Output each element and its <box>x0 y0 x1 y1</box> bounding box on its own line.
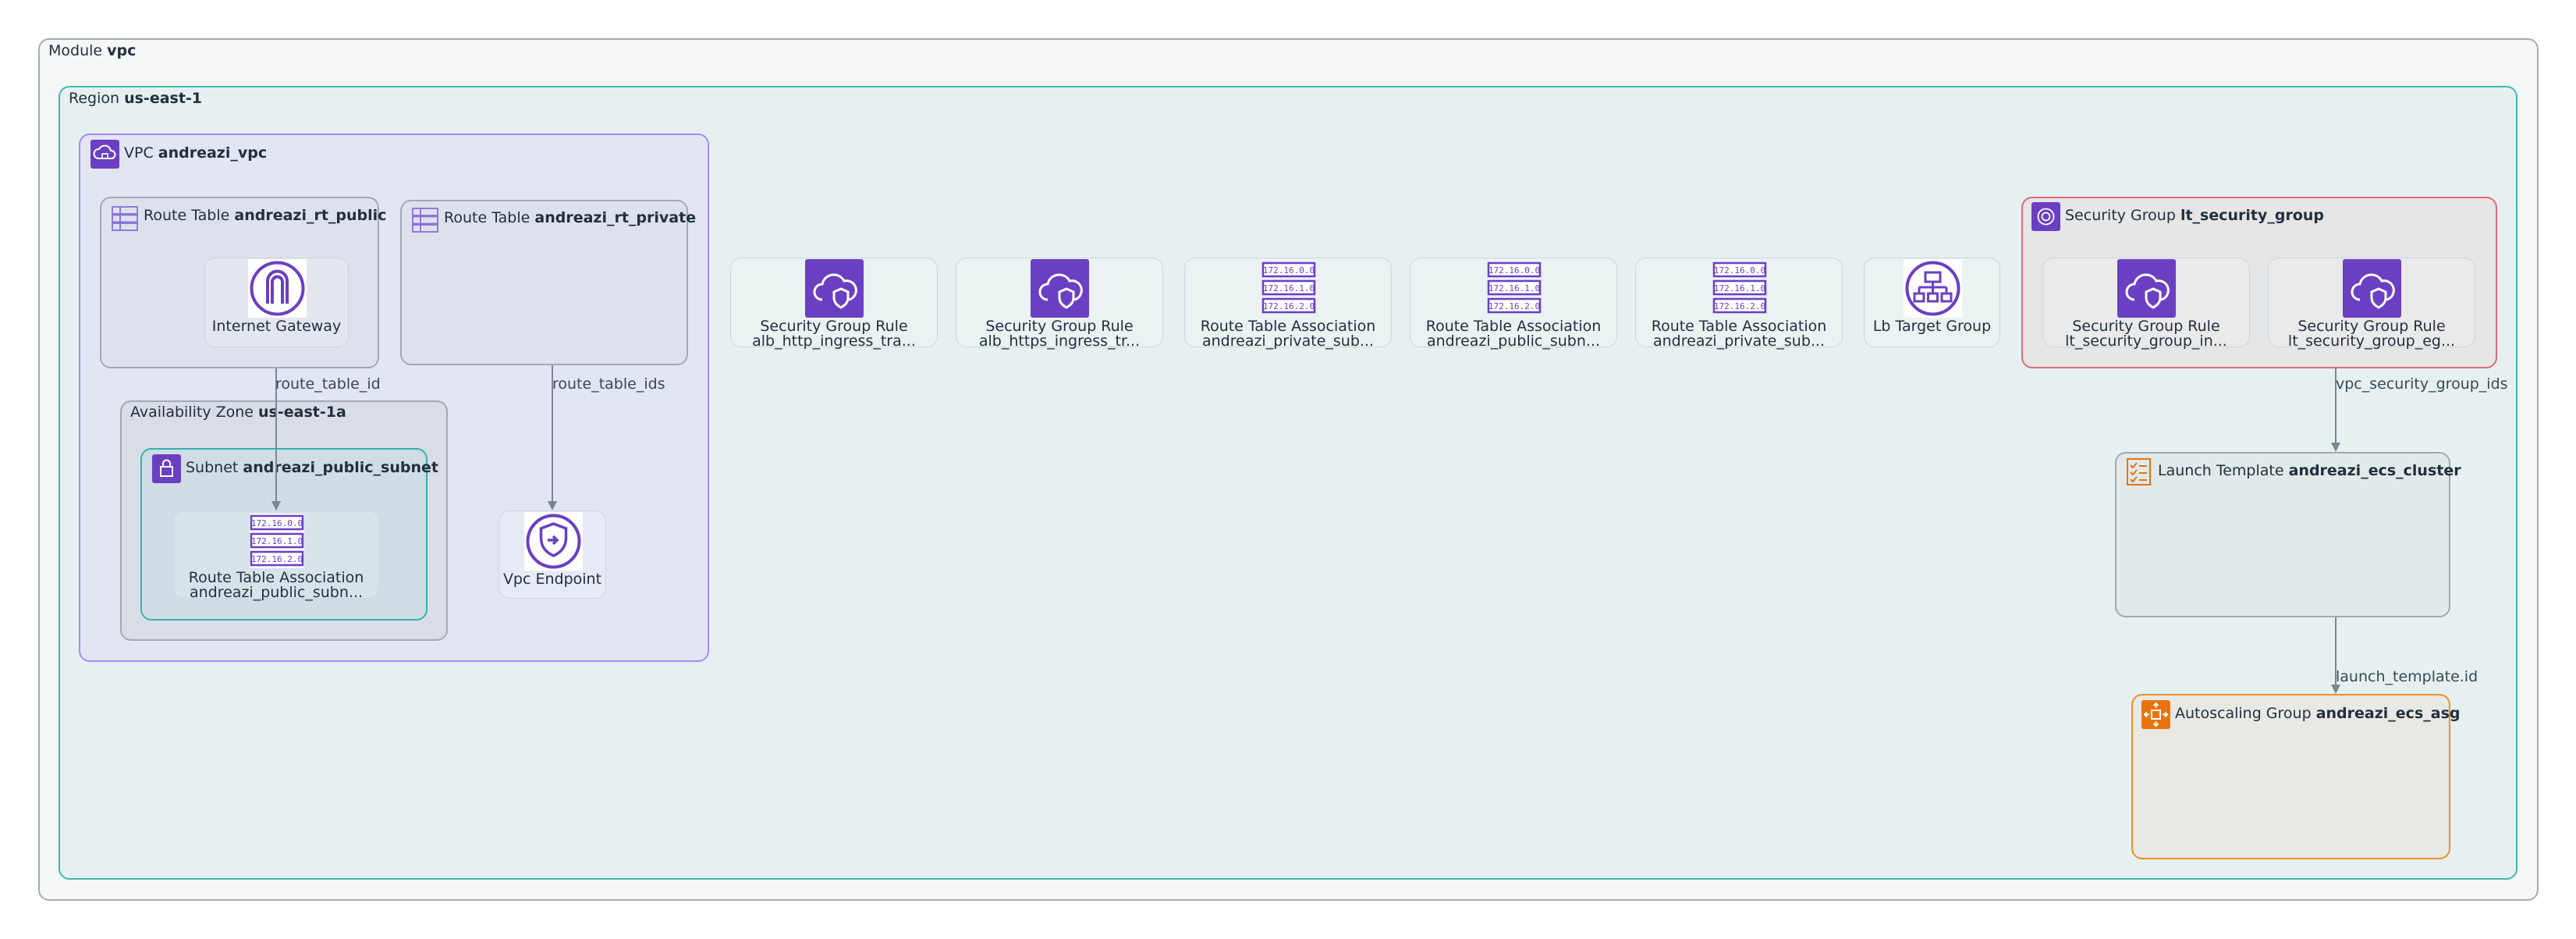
vpc-label: VPC andreazi_vpc <box>124 144 268 162</box>
launch-template-container[interactable] <box>2115 452 2450 617</box>
edge-label: vpc_security_group_ids <box>2336 375 2508 393</box>
route-table-association-icon: 172.16.0.0 172.16.1.0 172.16.2.0 <box>250 514 304 568</box>
node-title: Security Group Rule <box>2072 318 2220 335</box>
route-table-association-node[interactable]: 172.16.0.0 172.16.1.0 172.16.2.0 Route Tab… <box>1410 258 1617 350</box>
node-name: andreazi_public_subn... <box>1426 333 1601 350</box>
cidr-text: 172.16.2.0 <box>1488 301 1540 311</box>
internet-gateway-node[interactable]: Internet Gateway <box>204 258 349 347</box>
node-title: Security Group Rule <box>760 318 908 335</box>
node-title: Security Group Rule <box>985 318 1134 335</box>
cidr-text: 172.16.2.0 <box>1714 301 1765 311</box>
cidr-text: 172.16.1.0 <box>1263 283 1315 293</box>
lock-icon <box>152 454 181 483</box>
security-group-rule-node[interactable]: Security Group Rule alb_https_ingress_tr… <box>956 258 1163 350</box>
autoscaling-group-container[interactable] <box>2131 694 2450 859</box>
autoscaling-group-label: Autoscaling Group andreazi_ecs_asg <box>2175 705 2461 722</box>
node-title: Security Group Rule <box>2297 318 2446 335</box>
route-table-association-node[interactable]: 172.16.0.0 172.16.1.0 172.16.2.0 Route Tab… <box>1184 258 1392 350</box>
cloud-shield-icon <box>2343 259 2401 318</box>
node-title: Route Table Association <box>1200 318 1376 335</box>
availability-zone-label: Availability Zone us-east-1a <box>130 404 346 421</box>
cloud-shield-icon <box>805 259 864 318</box>
node-title: Route Table Association <box>1425 318 1602 335</box>
node-name: andreazi_private_sub... <box>1201 333 1375 350</box>
route-table-private[interactable] <box>400 200 688 365</box>
subnet-route-table-association-node[interactable]: 172.16.0.0 172.16.1.0 172.16.2.0 Route Tab… <box>172 510 380 601</box>
cidr-text: 172.16.2.0 <box>251 554 303 564</box>
node-title: Route Table Association <box>188 569 364 586</box>
cidr-text: 172.16.0.0 <box>1488 265 1540 276</box>
subnet-label: Subnet andreazi_public_subnet <box>186 459 438 476</box>
cidr-text: 172.16.2.0 <box>1263 301 1315 311</box>
edge-label: route_table_ids <box>552 375 665 393</box>
target-group-icon <box>1904 259 1962 318</box>
security-group-icon <box>2031 202 2060 231</box>
launch-template-label: Launch Template andreazi_ecs_cluster <box>2158 462 2461 479</box>
route-table-association-icon: 172.16.0.0 172.16.1.0 172.16.2.0 <box>1487 261 1542 315</box>
module-label: Module vpc <box>48 42 137 59</box>
cidr-text: 172.16.1.0 <box>251 536 303 546</box>
edge-label: route_table_id <box>275 375 381 393</box>
vpc-endpoint-icon <box>524 512 583 571</box>
route-table-icon <box>411 207 439 233</box>
cloud-shield-icon <box>1031 259 1089 318</box>
region-label: Region us-east-1 <box>69 90 203 107</box>
security-group-container[interactable] <box>2021 197 2497 368</box>
internet-gateway-icon <box>248 259 307 318</box>
cidr-text: 172.16.1.0 <box>1714 283 1765 293</box>
autoscaling-icon <box>2141 700 2170 729</box>
route-table-association-icon: 172.16.0.0 172.16.1.0 172.16.2.0 <box>1261 261 1316 315</box>
vpc-endpoint-title: Vpc Endpoint <box>502 571 602 588</box>
node-name: andreazi_public_subn... <box>189 584 364 601</box>
cidr-text: 172.16.0.0 <box>1714 265 1765 276</box>
lb-target-group-node[interactable]: Lb Target Group <box>1864 258 2000 347</box>
route-table-association-icon: 172.16.0.0 172.16.1.0 172.16.2.0 <box>1712 261 1767 315</box>
cidr-text: 172.16.0.0 <box>1263 265 1315 276</box>
cidr-text: 172.16.1.0 <box>1488 283 1540 293</box>
route-table-association-node[interactable]: 172.16.0.0 172.16.1.0 172.16.2.0 Route Tab… <box>1635 258 1843 350</box>
vpc-endpoint-node[interactable]: Vpc Endpoint <box>499 510 606 599</box>
edge-label: launch_template.id <box>2336 668 2478 685</box>
security-group-rule-node[interactable]: Security Group Rule alb_http_ingress_tra… <box>730 258 938 350</box>
security-group-label: Security Group lt_security_group <box>2065 207 2325 224</box>
node-name: alb_http_ingress_tra... <box>752 333 916 350</box>
node-name: andreazi_private_sub... <box>1652 333 1826 350</box>
internet-gateway-title: Internet Gateway <box>211 318 342 335</box>
node-title: Route Table Association <box>1651 318 1827 335</box>
lb-target-group-title: Lb Target Group <box>1872 318 1992 335</box>
launch-template-icon <box>2126 457 2152 486</box>
route-table-public[interactable] <box>100 197 379 368</box>
security-group-rule-node[interactable]: Security Group Rule lt_security_group_in… <box>2042 258 2250 350</box>
route-table-public-label: Route Table andreazi_rt_public <box>144 207 387 224</box>
route-table-private-label: Route Table andreazi_rt_private <box>444 209 697 226</box>
security-group-rule-node[interactable]: Security Group Rule lt_security_group_eg… <box>2268 258 2475 350</box>
cloud-shield-icon <box>2117 259 2176 318</box>
route-table-icon <box>111 205 139 232</box>
vpc-icon <box>90 140 119 169</box>
node-name: alb_https_ingress_tr... <box>978 333 1141 350</box>
node-name: lt_security_group_in... <box>2065 333 2227 350</box>
node-name: lt_security_group_eg... <box>2287 333 2456 350</box>
cidr-text: 172.16.0.0 <box>251 518 303 528</box>
